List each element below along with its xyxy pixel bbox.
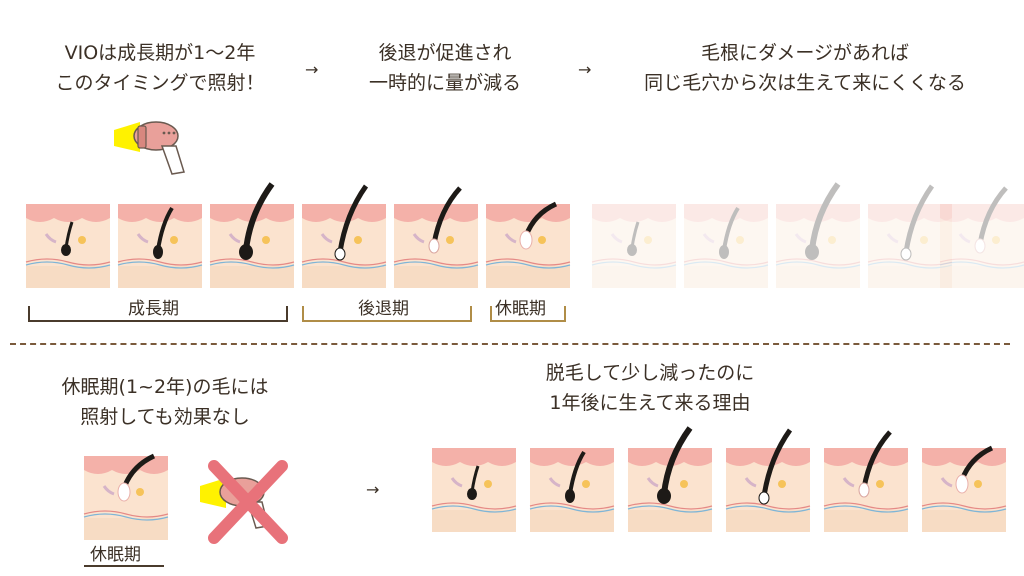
tile-regression-2 [393, 186, 479, 288]
caption-growth-line1: VIOは成長期が1〜2年 [64, 42, 256, 64]
tile-cycle-5 [823, 430, 909, 532]
tile-rest-1 [485, 201, 571, 288]
tile-growth-1 [25, 204, 111, 288]
laser-device-icon [112, 118, 202, 184]
arrow-2: → [578, 60, 592, 79]
arrow-3: → [366, 480, 380, 499]
caption-reason-line1: 脱毛して少し減ったのに [545, 362, 755, 384]
caption-reason-line2: 1年後に生えて来る理由 [549, 392, 751, 414]
caption-regression-line2: 一時的に量が減る [368, 72, 521, 94]
label-growth: 成長期 [128, 299, 179, 319]
rest-underline [84, 565, 164, 567]
tile-cycle-6 [921, 445, 1007, 532]
tile-cycle-1 [431, 448, 517, 532]
caption-regression-line1: 後退が促進され [378, 42, 512, 64]
tile-faded-4 [867, 184, 953, 288]
tile-faded-5 [939, 186, 1024, 288]
section-divider [10, 343, 1010, 345]
tile-cycle-2 [529, 448, 615, 532]
tile-rest-bottom [83, 453, 169, 540]
caption-rest-note-line1: 休眠期(1~2年)の毛には [61, 376, 269, 398]
tile-growth-2 [117, 204, 203, 288]
caption-regression: 後退が促進され 一時的に量が減る [335, 38, 555, 98]
bracket-rest [490, 306, 566, 322]
caption-damage: 毛根にダメージがあれば 同じ毛穴から次は生えて来にくくなる [600, 38, 1010, 98]
caption-rest-note: 休眠期(1~2年)の毛には 照射しても効果なし [20, 372, 310, 432]
caption-damage-line2: 同じ毛穴から次は生えて来にくくなる [644, 72, 966, 94]
caption-growth-line2: このタイミングで照射！ [55, 72, 265, 94]
tile-faded-2 [683, 204, 769, 288]
label-rest: 休眠期 [495, 299, 546, 319]
caption-rest-note-line2: 照射しても効果なし [80, 406, 250, 428]
tile-regression-1 [301, 184, 387, 288]
bracket-regression [302, 306, 472, 322]
tile-cycle-3 [627, 426, 713, 532]
tile-cycle-4 [725, 428, 811, 532]
tile-faded-1 [591, 204, 677, 288]
caption-damage-line1: 毛根にダメージがあれば [700, 42, 910, 64]
laser-device-crossed-icon [196, 456, 296, 550]
tile-growth-3 [209, 182, 295, 288]
label-rest-bottom: 休眠期 [90, 545, 141, 565]
caption-reason: 脱毛して少し減ったのに 1年後に生えて来る理由 [500, 358, 800, 418]
tile-faded-3 [775, 182, 861, 288]
caption-growth: VIOは成長期が1〜2年 このタイミングで照射！ [30, 38, 290, 98]
arrow-1: → [305, 60, 319, 79]
bracket-growth [28, 306, 288, 322]
label-regression: 後退期 [358, 299, 409, 319]
